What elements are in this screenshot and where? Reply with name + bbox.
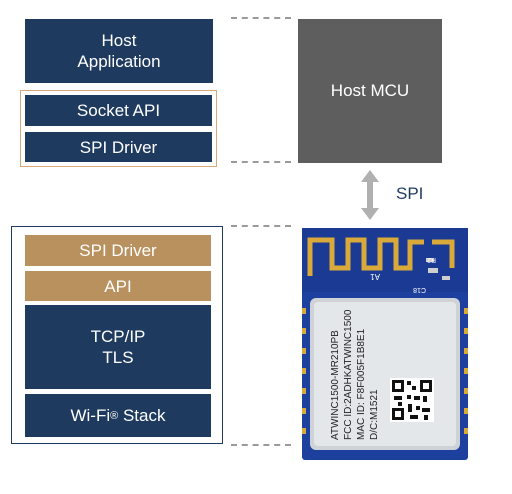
antenna-silkscreen: A1 [370, 272, 380, 281]
cap-silkscreen: C18 [413, 286, 426, 293]
wifi-stack-prefix: Wi-Fi [70, 406, 111, 425]
spi-link-label: SPI [396, 184, 424, 203]
module-part-number: ATWINC1500-MR210PB [330, 330, 341, 440]
wifi-stack-block: Wi-Fi® Stack [25, 394, 211, 437]
guide-line-module-top [231, 225, 291, 227]
module-spi-driver-block: SPI Driver [25, 235, 211, 266]
tcpip-tls-block: TCP/IP TLS [25, 305, 211, 389]
module-mac-id: MAC ID: F8F005F1B8E1 [356, 328, 367, 440]
guide-line-top [231, 17, 291, 19]
host-mcu-box: Host MCU [298, 19, 442, 163]
module-fcc-id: FCC ID:2ADHKATWINC1500 [343, 309, 354, 440]
wifi-module-board: A1 C18 R2 ATWINC1500-MR210PB FCC ID:2ADH… [302, 228, 468, 460]
chip-silkscreen: R2 [427, 256, 436, 263]
module-date-code: D/C:M1521 [369, 389, 380, 440]
guide-line-module-bottom [231, 444, 291, 446]
wifi-stack-suffix: Stack [118, 406, 166, 425]
host-application-block: Host Application [25, 19, 213, 83]
host-mcu-label: Host MCU [330, 81, 410, 100]
module-stack-frame [11, 226, 223, 444]
host-interface-frame [20, 90, 217, 167]
api-block: API [25, 271, 211, 301]
host-spi-driver-block: SPI Driver [25, 132, 212, 162]
bidirectional-arrow-icon [361, 170, 379, 220]
guide-line-host-bottom [231, 161, 291, 163]
socket-api-block: Socket API [25, 95, 212, 126]
qr-code-icon [390, 378, 434, 422]
